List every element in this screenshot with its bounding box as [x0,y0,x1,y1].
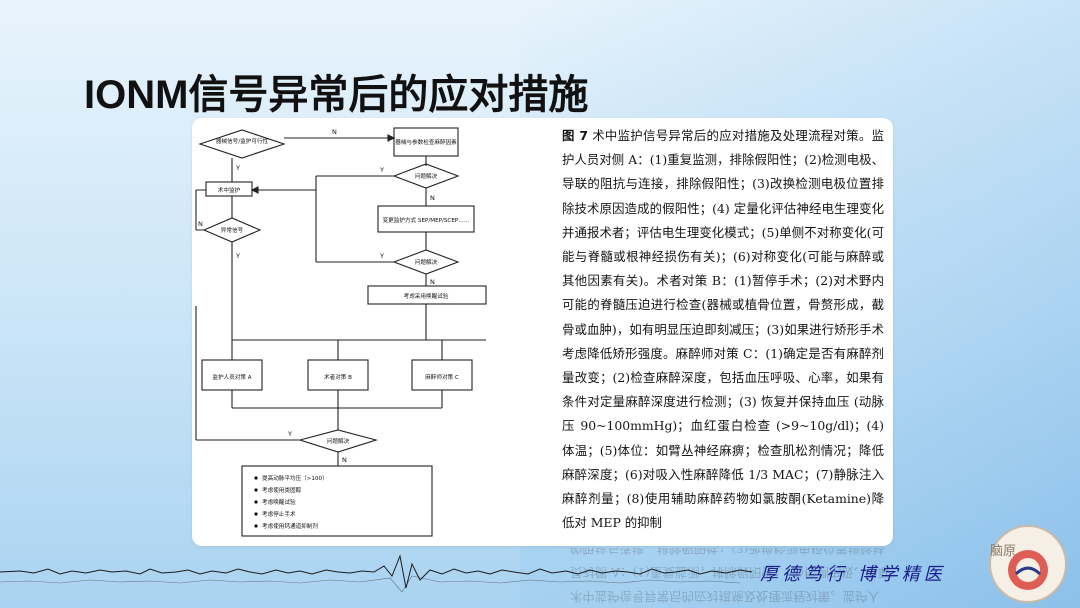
box-wakeup-shape [367,285,487,305]
flowchart-branch-label: N [430,194,435,202]
decision-resolve2-label: 问题解决 [415,258,438,266]
final-item-5: 考虑使用钙通道抑制剂 [262,522,318,530]
final-item-4: 考虑停止手术 [262,510,296,518]
flowchart-branch-label: Y [287,430,292,438]
role-anesth-label: 麻醉师对策 C [425,373,459,381]
box-wakeup-label: 考虑采用唤醒试验 [404,292,449,300]
figure-caption: 图 7 术中监护信号异常后的应对措施及处理流程对策。监护人员对侧 A：(1)重复… [562,124,884,535]
decision-resolve2-shape [392,249,460,275]
box-equipment-label: 器械与参数检查麻醉因素 [395,138,457,146]
flowchart-branch-label: N [332,128,337,136]
decision-resolve3-shape [298,429,378,453]
box-change-mode-label: 变更监护方式 SEP/MEP/SCEP…… [383,216,470,224]
flowchart-branch-label: N [430,278,435,286]
seal-text: 脑原 [990,544,1017,559]
calligraphy-motto: 厚德笃行 博学精医 [760,564,946,585]
hospital-seal-logo [989,525,1067,603]
final-item-3: 考虑唤醒试验 [262,498,296,506]
flowchart-branch-label: Y [235,164,240,172]
caption-text: 术中监护信号异常后的应对措施及处理流程对策。监护人员对侧 A：(1)重复监测，排… [562,128,884,531]
decision-abnormal-label: 异常信号 [221,226,244,234]
decision-resolve1-shape [392,163,460,189]
decision-abnormal-shape [202,217,262,243]
final-item-1: 提高动脉平均压（>100） [262,474,328,482]
decision-top-label: 器械信号/监护可行性 [216,137,269,145]
flowchart-branch-label: Y [235,252,240,260]
decision-top-shape [198,129,286,159]
eeg-waveform [0,554,753,593]
role-monitor-label: 监护人员对策 A [212,373,251,381]
decision-resolve3-label: 问题解决 [327,437,350,445]
flowchart-branch-label: Y [379,166,384,174]
figure-card: 器械信号/监护可行性 N 器械与参数检查麻醉因素 问题解决 Y N Y 术中监护… [192,118,893,546]
flowchart-branch-label: Y [379,252,384,260]
slide-title: IONM信号异常后的应对措施 [84,73,589,117]
flowchart-branch-label: N [342,456,347,464]
figure-label: 图 7 [562,128,588,143]
final-item-2: 考虑使用类固醇 [262,486,302,494]
flowchart: 器械信号/监护可行性 N 器械与参数检查麻醉因素 问题解决 Y N Y 术中监护… [195,127,487,537]
box-final-shape [241,465,433,537]
decision-resolve1-label: 问题解决 [415,172,438,180]
box-monitoring-shape [205,181,253,197]
box-monitoring-label: 术中监护 [218,186,241,194]
flowchart-branch-label: N [198,220,203,228]
role-surgeon-label: 术者对策 B [324,373,352,381]
